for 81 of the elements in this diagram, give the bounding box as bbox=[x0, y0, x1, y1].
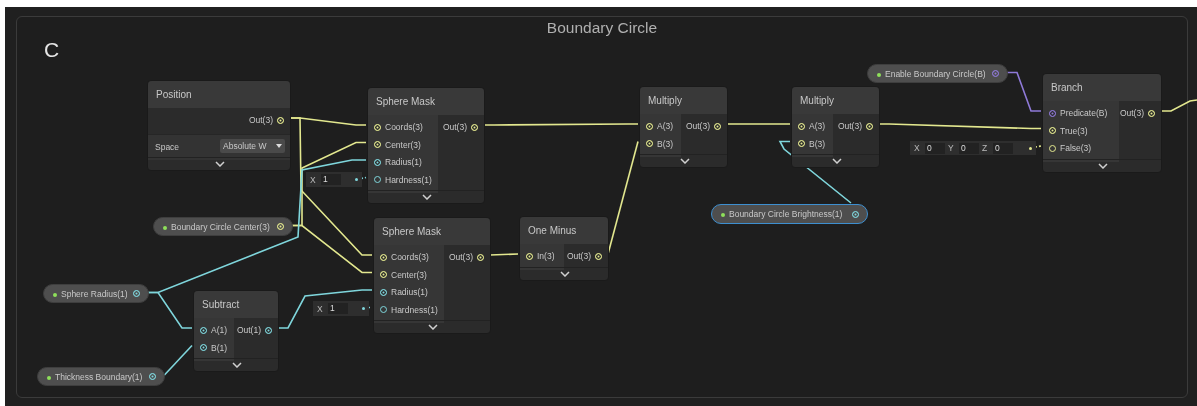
shader-node bbox=[519, 216, 609, 281]
port-label: Out(3) bbox=[566, 250, 591, 262]
panel-letter: C bbox=[44, 38, 60, 62]
port-label: Out(3) bbox=[837, 120, 862, 132]
connector bbox=[778, 140, 852, 204]
port-label: Out(3) bbox=[1119, 107, 1144, 119]
axis-label: X bbox=[317, 303, 324, 314]
node-title: Subtract bbox=[194, 291, 278, 318]
port-label: Hardness(1) bbox=[391, 303, 438, 316]
port-label: Radius(1) bbox=[391, 286, 428, 298]
property-name: Enable Boundary Circle(B) bbox=[885, 67, 986, 80]
property-name: Boundary Circle Brightness(1) bbox=[729, 208, 843, 220]
property-name: Sphere Radius(1) bbox=[61, 287, 128, 300]
axis-label: X bbox=[310, 174, 317, 185]
node-title: Sphere Mask bbox=[368, 88, 484, 115]
number-field: 0 bbox=[993, 142, 1013, 154]
port-label: Center(3) bbox=[385, 138, 421, 151]
property-name: Boundary Circle Center(3) bbox=[171, 220, 270, 233]
port-label: Coords(3) bbox=[385, 121, 423, 133]
property-label: Space bbox=[155, 140, 180, 153]
property-name: Thickness Boundary(1) bbox=[55, 370, 143, 383]
axis-label: Z bbox=[982, 143, 989, 153]
port-label: Coords(3) bbox=[391, 251, 429, 263]
port-label: Hardness(1) bbox=[385, 173, 432, 186]
shader-node bbox=[193, 290, 279, 372]
number-field: 1 bbox=[328, 303, 348, 314]
connector bbox=[289, 117, 373, 256]
property-pill bbox=[43, 284, 149, 303]
connector bbox=[291, 224, 373, 274]
port-label: B(1) bbox=[211, 341, 228, 354]
node-title: Multiply bbox=[792, 87, 879, 114]
connector bbox=[1034, 145, 1042, 148]
property-pill bbox=[37, 367, 165, 386]
port-label: A(1) bbox=[211, 324, 228, 336]
node-title: Sphere Mask bbox=[374, 218, 490, 245]
connector bbox=[147, 291, 193, 329]
port-label: Out(3) bbox=[685, 120, 710, 132]
property-pill bbox=[867, 64, 1008, 83]
number-field: 0 bbox=[925, 142, 945, 154]
axis-label: X bbox=[914, 143, 921, 153]
shader-node bbox=[147, 80, 291, 171]
connector bbox=[726, 123, 791, 125]
connector bbox=[483, 123, 639, 126]
number-field: 0 bbox=[959, 142, 979, 154]
connector bbox=[489, 253, 519, 256]
inline-value-panel bbox=[313, 301, 369, 316]
number-field: 1 bbox=[321, 174, 341, 185]
shader-node bbox=[373, 217, 491, 334]
connector bbox=[163, 344, 193, 377]
port-label: Out(3) bbox=[448, 251, 473, 263]
node-title: One Minus bbox=[520, 217, 608, 244]
port-label: Radius(1) bbox=[385, 156, 422, 168]
shader-node bbox=[639, 86, 728, 168]
inline-value-panel bbox=[910, 141, 1036, 155]
property-pill bbox=[711, 204, 868, 224]
node-title: Multiply bbox=[640, 87, 727, 114]
shader-node bbox=[1042, 73, 1162, 173]
port-label: In(3) bbox=[537, 250, 555, 262]
port-label: False(3) bbox=[1060, 142, 1092, 154]
connector bbox=[878, 123, 1042, 130]
group-title: Boundary Circle bbox=[545, 19, 659, 37]
port-label: B(3) bbox=[809, 137, 826, 150]
axis-label: Y bbox=[948, 143, 955, 153]
node-title: Branch bbox=[1043, 74, 1161, 101]
port-label: Out(1) bbox=[236, 324, 261, 336]
shader-node bbox=[367, 87, 485, 204]
port-label: Out(3) bbox=[248, 114, 273, 126]
port-label: Predicate(B) bbox=[1060, 107, 1108, 119]
property-pill bbox=[153, 217, 293, 236]
port-label: True(3) bbox=[1060, 124, 1088, 137]
port-label: Out(3) bbox=[442, 121, 467, 133]
shader-node bbox=[791, 86, 880, 168]
connector bbox=[277, 289, 373, 329]
port-label: Center(3) bbox=[391, 268, 427, 281]
connector bbox=[1006, 71, 1042, 112]
node-title: Position bbox=[148, 81, 290, 108]
port-label: A(3) bbox=[809, 120, 826, 132]
port-label: B(3) bbox=[657, 137, 674, 150]
port-label: A(3) bbox=[657, 120, 674, 132]
connector bbox=[1160, 99, 1197, 112]
inline-value-panel bbox=[306, 172, 362, 187]
